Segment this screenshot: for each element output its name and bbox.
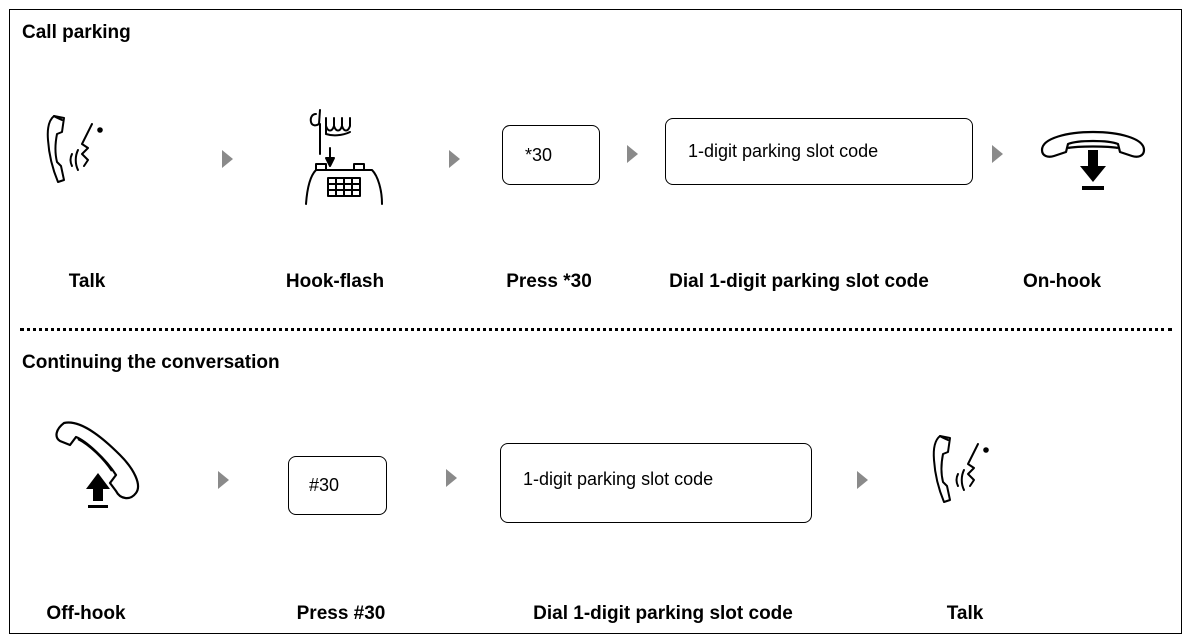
step-label-on-hook: On-hook	[1022, 271, 1102, 292]
flow-arrow	[627, 145, 638, 163]
talk-icon	[46, 115, 103, 183]
flow-arrow	[218, 471, 229, 489]
step-label-off-hook: Off-hook	[46, 603, 126, 624]
talk-icon	[932, 435, 989, 503]
off-hook-icon	[55, 421, 140, 508]
flow-arrow	[446, 469, 457, 487]
step-label-talk: Talk	[68, 271, 106, 292]
code-box-hash30: #30	[288, 456, 387, 515]
section-title-call-parking: Call parking	[22, 22, 131, 43]
step-label-hook-flash: Hook-flash	[285, 271, 385, 292]
step-label-dial-slot: Dial 1-digit parking slot code	[669, 271, 929, 292]
step-label-talk: Talk	[946, 603, 984, 624]
section-divider	[20, 328, 1172, 331]
hook-flash-icon	[305, 109, 383, 205]
flow-arrow	[857, 471, 868, 489]
code-box-star30: *30	[502, 125, 600, 185]
on-hook-icon	[1040, 130, 1146, 190]
slot-code-box: 1-digit parking slot code	[500, 443, 812, 523]
section-title-continuing: Continuing the conversation	[22, 352, 280, 373]
diagram-frame	[9, 9, 1182, 634]
flow-arrow	[449, 150, 460, 168]
slot-code-box: 1-digit parking slot code	[665, 118, 973, 185]
step-label-dial-slot: Dial 1-digit parking slot code	[533, 603, 793, 624]
step-label-press-star30: Press *30	[506, 271, 592, 292]
step-label-press-hash30: Press #30	[296, 603, 386, 624]
flow-arrow	[222, 150, 233, 168]
flow-arrow	[992, 145, 1003, 163]
